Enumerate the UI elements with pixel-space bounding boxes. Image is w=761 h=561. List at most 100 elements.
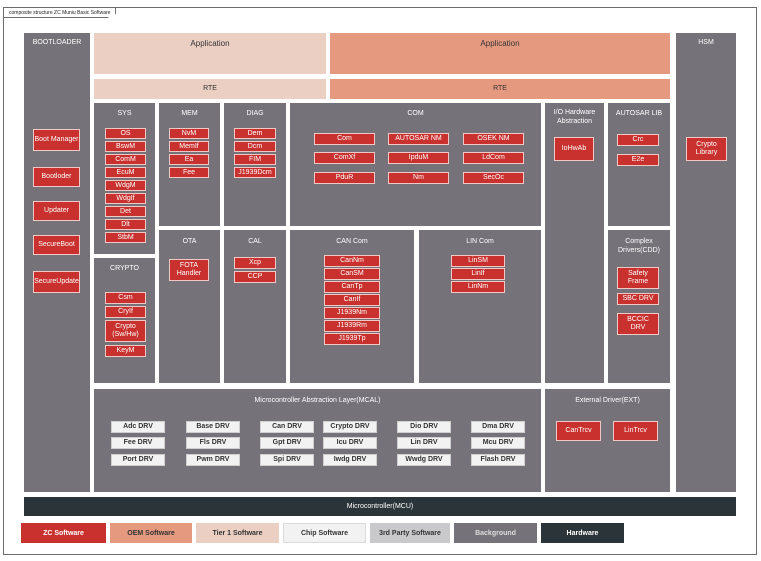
bswm-box: BswM [105, 141, 146, 152]
e2e-box: E2e [617, 154, 659, 166]
autosar-nm-box: AUTOSAR NM [388, 133, 449, 145]
base-drv-box: Base DRV [186, 421, 240, 433]
icu-drv-box: Icu DRV [323, 437, 377, 449]
legend-3rd-party-software: 3rd Party Software [370, 523, 450, 543]
mcal-panel: Microcontroller Abstraction Layer(MCAL) [94, 389, 541, 492]
nvm-box: NvM [169, 128, 209, 139]
fim-box: FIM [234, 154, 276, 165]
hsm-panel: HSM [676, 33, 736, 492]
bootloader-panel: BOOTLOADER [24, 33, 90, 492]
dcm-box: Dcm [234, 141, 276, 152]
application-right: Application [330, 33, 670, 74]
crc-box: Crc [617, 134, 659, 146]
cryif-box: CryIf [105, 306, 146, 318]
fls-drv-box: Fls DRV [186, 437, 240, 449]
sbc-drv-box: SBC DRV [617, 293, 659, 305]
cantp-box: CanTp [324, 281, 380, 293]
application-left: Application [94, 33, 326, 74]
secureboot-box: SecureBoot [33, 235, 80, 255]
bootloder-box: Bootloder [33, 167, 80, 187]
can-com-title: CAN Com [336, 238, 368, 245]
mcu-drv-box: Mcu DRV [471, 437, 525, 449]
stbm-box: StbM [105, 232, 146, 243]
canif-box: CanIf [324, 294, 380, 306]
wdgif-box: WdgIf [105, 193, 146, 204]
ota-panel: OTA [159, 230, 220, 383]
rte-right: RTE [330, 79, 670, 99]
external-driver-title: External Driver(EXT) [575, 397, 640, 404]
legend-zc-software: ZC Software [21, 523, 106, 543]
ota-title: OTA [182, 238, 197, 245]
csm-box: Csm [105, 292, 146, 304]
fee-box: Fee [169, 167, 209, 178]
com-panel: COM [290, 103, 541, 226]
dma-drv-box: Dma DRV [471, 421, 525, 433]
fota-handler-box: FOTA Handler [169, 259, 209, 281]
crypto-drv-box: Crypto DRV [323, 421, 377, 433]
wdgm-box: WdgM [105, 180, 146, 191]
safety-frame-box: Safety Frame [617, 267, 659, 289]
j1939nm-box: J1939Nm [324, 307, 380, 319]
boot-manager-box: Boot Manager [33, 129, 80, 151]
com-title: COM [407, 110, 424, 117]
legend-tier1-software: Tier 1 Software [196, 523, 279, 543]
mcu-bar: Microcontroller(MCU) [24, 497, 736, 516]
cal-panel: CAL [224, 230, 286, 383]
det-box: Det [105, 206, 146, 217]
mcal-title: Microcontroller Abstraction Layer(MCAL) [254, 397, 381, 404]
nm-box: Nm [388, 172, 449, 184]
linsm-box: LinSM [451, 255, 505, 267]
sys-title: SYS [117, 110, 132, 117]
j1939tp-box: J1939Tp [324, 333, 380, 345]
iohwab-box: IoHwAb [554, 137, 594, 161]
ccp-box: CCP [234, 271, 276, 283]
ea-box: Ea [169, 154, 209, 165]
legend-hardware: Hardware [541, 523, 624, 543]
comxf-box: ComXf [314, 152, 375, 164]
com-box: Com [314, 133, 375, 145]
cannm-box: CanNm [324, 255, 380, 267]
pdur-box: PduR [314, 172, 375, 184]
secoc-box: SecOc [463, 172, 524, 184]
bootloader-title: BOOTLOADER [32, 39, 82, 46]
ecum-box: EcuM [105, 167, 146, 178]
legend-chip-software: Chip Software [283, 523, 366, 543]
ldcom-box: LdCom [463, 152, 524, 164]
mem-title: MEM [181, 110, 198, 117]
rte-left: RTE [94, 79, 326, 99]
secureupdate-box: SecureUpdate [33, 271, 80, 293]
updater-box: Updater [33, 201, 80, 221]
pwm-drv-box: Pwm DRV [186, 454, 240, 466]
autosar-lib-title: AUTOSAR LIB [615, 110, 663, 117]
j1939dcm-box: J1939Dcm [234, 167, 276, 178]
ipdum-box: IpduM [388, 152, 449, 164]
keym-box: KeyM [105, 345, 146, 357]
memif-box: MemIf [169, 141, 209, 152]
fee-drv-box: Fee DRV [111, 437, 165, 449]
cansm-box: CanSM [324, 268, 380, 280]
comm-box: ComM [105, 154, 146, 165]
port-drv-box: Port DRV [111, 454, 165, 466]
linnm-box: LinNm [451, 281, 505, 293]
io-hw-abstraction-title: I/O Hardware Abstraction [553, 109, 596, 125]
lin-com-title: LIN Com [466, 238, 494, 245]
crypto-sw-hw-box: Crypto (Sw/Hw) [105, 320, 146, 342]
lin-drv-box: Lin DRV [397, 437, 451, 449]
adc-drv-box: Adc DRV [111, 421, 165, 433]
crypto-title: CRYPTO [110, 265, 139, 272]
iwdg-drv-box: Iwdg DRV [323, 454, 377, 466]
osek-nm-box: OSEK NM [463, 133, 524, 145]
cal-title: CAL [248, 238, 262, 245]
complex-drivers-title: Complex Drivers(CDD) [618, 238, 660, 254]
j1939rm-box: J1939Rm [324, 320, 380, 332]
legend-background: Background [454, 523, 537, 543]
frame-title: composite structure ZC Muniu Basic Softw… [3, 7, 117, 18]
bccic-drv-box: BCCIC DRV [617, 313, 659, 335]
linif-box: LinIf [451, 268, 505, 280]
spi-drv-box: Spi DRV [260, 454, 314, 466]
legend-oem-software: OEM Software [110, 523, 192, 543]
can-drv-box: Can DRV [260, 421, 314, 433]
diagram-frame [3, 7, 757, 555]
crypto-library-box: Crypto Library [686, 137, 727, 161]
complex-drivers-panel: Complex Drivers(CDD) [608, 230, 670, 383]
